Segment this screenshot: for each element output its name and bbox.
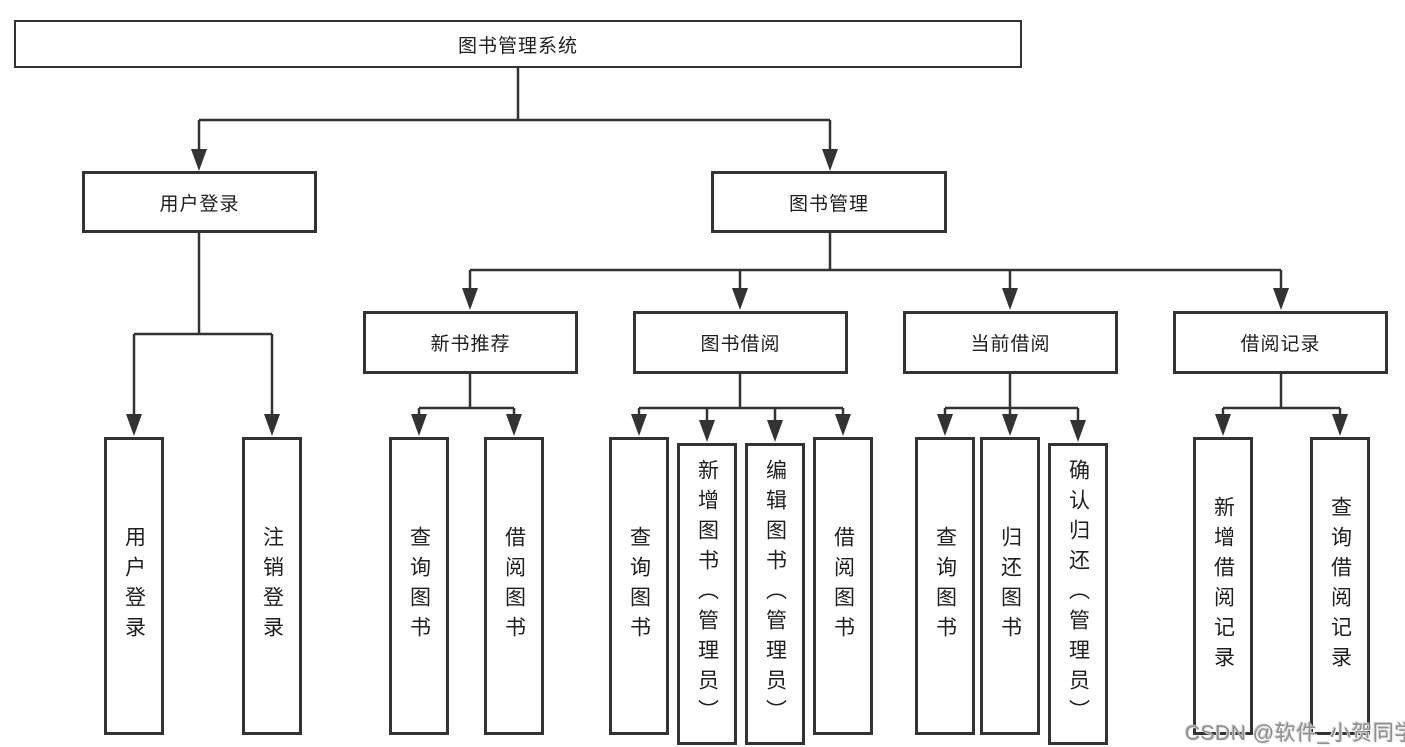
node-new-book-recommend: 新书推荐 bbox=[363, 311, 578, 374]
node-borrow-record: 借阅记录 bbox=[1173, 311, 1388, 374]
leaf-return-book: 归还图书 bbox=[980, 437, 1040, 735]
node-root-label: 图书管理系统 bbox=[457, 35, 578, 57]
node-new-book-recommend-label: 新书推荐 bbox=[430, 334, 511, 355]
leaf-recommend-query-book: 查询图书 bbox=[389, 437, 449, 735]
leaf-confirm-return-admin: 确认归还（管理员） bbox=[1048, 443, 1108, 745]
leaf-confirm-return-admin-label: 确认归还（管理员） bbox=[1066, 459, 1090, 729]
leaf-recommend-borrow-book: 借阅图书 bbox=[484, 437, 544, 735]
leaf-query-borrow-record-label: 查询借阅记录 bbox=[1328, 496, 1352, 676]
node-borrow-record-label: 借阅记录 bbox=[1240, 334, 1321, 355]
node-book-management-label: 图书管理 bbox=[788, 193, 869, 215]
node-current-borrow: 当前借阅 bbox=[903, 311, 1118, 374]
leaf-borrow-query-book-label: 查询图书 bbox=[627, 526, 651, 646]
leaf-recommend-borrow-book-label: 借阅图书 bbox=[502, 526, 526, 646]
leaf-add-book-admin: 新增图书（管理员） bbox=[677, 443, 737, 745]
node-book-borrow: 图书借阅 bbox=[633, 311, 848, 374]
leaf-borrow-query-book: 查询图书 bbox=[609, 437, 669, 735]
node-book-borrow-label: 图书借阅 bbox=[700, 334, 781, 355]
node-book-management: 图书管理 bbox=[711, 171, 947, 233]
leaf-edit-book-admin: 编辑图书（管理员） bbox=[745, 443, 805, 745]
leaf-add-book-admin-label: 新增图书（管理员） bbox=[695, 459, 719, 729]
leaf-user-login: 用户登录 bbox=[104, 437, 164, 735]
leaf-recommend-query-book-label: 查询图书 bbox=[407, 526, 431, 646]
node-root: 图书管理系统 bbox=[14, 20, 1022, 68]
leaf-borrow-borrow-book: 借阅图书 bbox=[813, 437, 873, 735]
leaf-edit-book-admin-label: 编辑图书（管理员） bbox=[763, 459, 787, 729]
leaf-current-query-book-label: 查询图书 bbox=[933, 526, 957, 646]
node-current-borrow-label: 当前借阅 bbox=[970, 334, 1051, 355]
leaf-query-borrow-record: 查询借阅记录 bbox=[1310, 437, 1370, 735]
node-user-login: 用户登录 bbox=[82, 171, 317, 233]
leaf-logout-label: 注销登录 bbox=[260, 526, 284, 646]
leaf-current-query-book: 查询图书 bbox=[915, 437, 975, 735]
leaf-borrow-borrow-book-label: 借阅图书 bbox=[831, 526, 855, 646]
leaf-add-borrow-record-label: 新增借阅记录 bbox=[1211, 496, 1235, 676]
leaf-user-login-label: 用户登录 bbox=[122, 526, 146, 646]
arrowheads bbox=[126, 149, 1348, 442]
node-user-login-label: 用户登录 bbox=[159, 193, 240, 215]
csdn-watermark: CSDN @软件_小贺同学 bbox=[1185, 722, 1405, 745]
leaf-add-borrow-record: 新增借阅记录 bbox=[1193, 437, 1253, 735]
leaf-return-book-label: 归还图书 bbox=[998, 526, 1022, 646]
leaf-logout: 注销登录 bbox=[242, 437, 302, 735]
